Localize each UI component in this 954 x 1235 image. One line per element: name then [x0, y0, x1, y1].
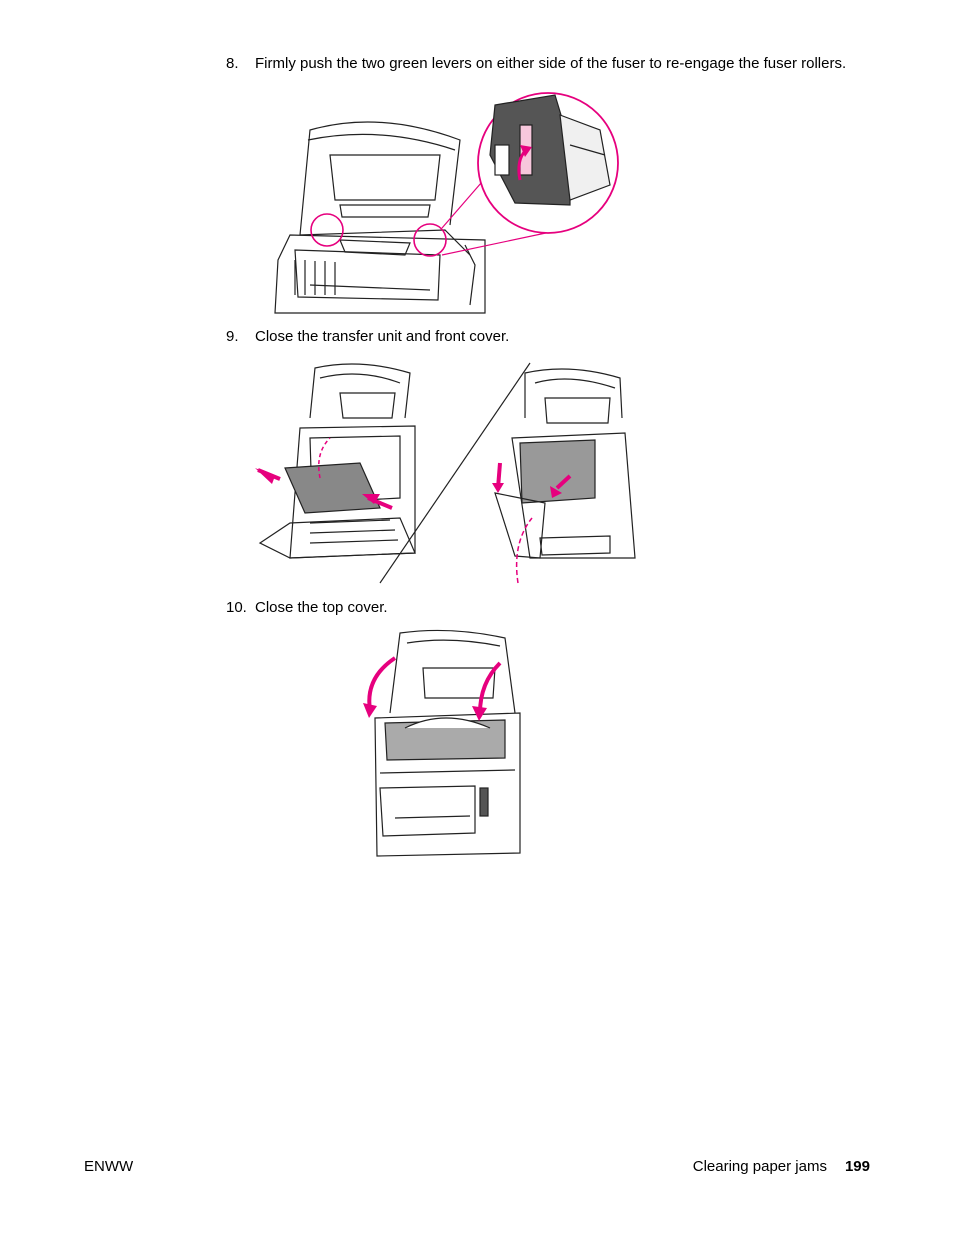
footer-left: ENWW — [84, 1158, 134, 1175]
step-9: 9. Close the transfer unit and front cove… — [226, 328, 509, 346]
close-cover-arrow-left — [367, 656, 397, 711]
page-number: 199 — [844, 1158, 870, 1175]
step-text: Close the transfer unit and front cover. — [255, 328, 510, 345]
right-lever-callout — [413, 223, 447, 257]
step-text: Close the top cover. — [255, 599, 388, 616]
top-cover-illustration — [363, 629, 521, 857]
step-number: 9. — [226, 328, 239, 345]
step-number: 10. — [226, 599, 247, 616]
footer-section: Clearing paper jams — [692, 1158, 827, 1175]
footer-right: Clearing paper jams 199 — [693, 1158, 870, 1176]
fuser-lever-illustration — [274, 92, 619, 314]
step-8: 8. Firmly push the two green levers on ei… — [226, 55, 846, 73]
step-text: Firmly push the two green levers on eith… — [255, 55, 847, 72]
step-number: 8. — [226, 55, 239, 72]
transfer-unit-front-cover-illustration — [255, 362, 636, 584]
left-lever-callout — [310, 213, 344, 247]
step-10: 10. Close the top cover. — [226, 599, 388, 617]
close-cover-arrow-right — [478, 661, 502, 714]
